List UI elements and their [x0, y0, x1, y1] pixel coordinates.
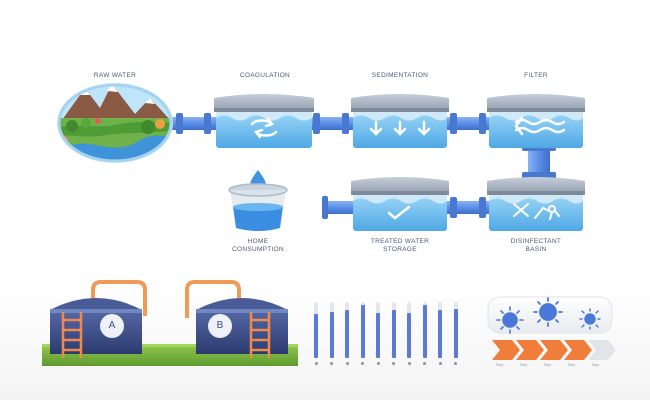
progress-step-label: Step	[520, 363, 528, 367]
tank-disinfectant	[487, 177, 585, 231]
tank-filter	[487, 94, 585, 148]
level-bar	[405, 300, 413, 365]
check-mark-icon	[387, 205, 411, 220]
level-bar	[343, 300, 351, 365]
pipe-storage-outlet	[324, 201, 358, 214]
raw-water-landscape	[57, 83, 173, 163]
tank-coagulation	[214, 94, 314, 148]
storage-tanks-scene	[42, 280, 298, 366]
label-treated-water-storage: TREATED WATER STORAGE	[370, 238, 430, 253]
virus-icon	[496, 306, 524, 334]
tank-b-badge	[208, 314, 232, 338]
progress-step-label: Step	[496, 363, 504, 367]
level-bar	[374, 300, 382, 365]
virus-icon	[579, 308, 601, 330]
label-coagulation: COAGULATION	[239, 72, 291, 79]
flow-waves-icon	[514, 116, 566, 136]
tank-a-body	[50, 309, 142, 354]
tank-sedimentation	[351, 94, 449, 148]
level-indicators	[312, 300, 472, 370]
down-arrows-icon	[369, 120, 431, 136]
tank-a-label: A	[108, 320, 116, 331]
label-filter: FILTER	[524, 72, 548, 79]
virus-icon	[533, 297, 563, 327]
label-raw-water: RAW WATER	[93, 72, 137, 79]
level-bar	[436, 300, 444, 365]
tank-a-badge	[100, 314, 124, 338]
label-home-consumption: HOME CONSUMPTION	[231, 238, 285, 253]
progress-step-label: Step	[568, 363, 576, 367]
pipe-outlet-cap	[322, 196, 328, 219]
level-bar	[421, 300, 429, 365]
virus-panel	[487, 296, 613, 334]
bacteria-icon	[513, 203, 560, 220]
progress-step-label: Step	[544, 363, 552, 367]
tank-b-label: B	[216, 320, 224, 331]
recycle-arrows-icon	[250, 117, 278, 139]
level-bar	[328, 300, 336, 365]
progress-chevrons	[492, 340, 616, 360]
pipe-raw-to-coagulation	[168, 117, 220, 130]
progress-step-label: Step	[592, 363, 600, 367]
tank-treated-storage	[351, 177, 449, 231]
level-bar	[312, 300, 320, 365]
level-bar	[452, 300, 460, 365]
ladder-b	[249, 312, 271, 358]
label-disinfectant-basin: DISINFECTANT BASIN	[510, 238, 562, 253]
level-bar	[390, 300, 398, 365]
water-glass-icon	[228, 170, 288, 231]
pipes	[168, 113, 556, 219]
level-bar	[359, 300, 367, 365]
label-sedimentation: SEDIMENTATION	[371, 72, 429, 79]
ladder-a	[61, 312, 83, 358]
